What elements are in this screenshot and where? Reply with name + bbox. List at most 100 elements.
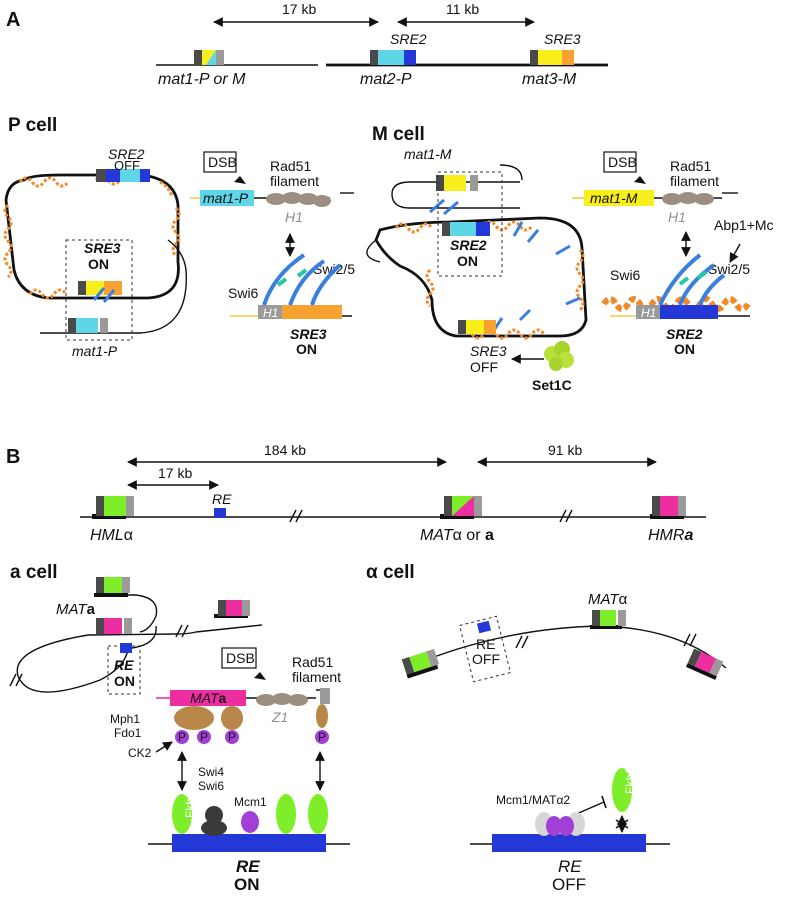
- alpha-cell-re-label: RE: [476, 636, 495, 652]
- svg-text:Fkh1: Fkh1: [623, 767, 637, 794]
- a-cell-mat-strand: [87, 624, 263, 636]
- m-cell-abp1-arrow: [729, 243, 741, 263]
- alpha-cell-chromosome: [405, 625, 727, 669]
- a-cell-mat-label: MATa: [56, 601, 96, 618]
- p-cell-chromatin-bottom: [28, 288, 68, 300]
- p-cell-rad51-label: Rad51: [270, 158, 311, 174]
- mat1-cassette: [194, 50, 224, 65]
- p-cell-swi-strokes: [92, 287, 116, 303]
- m-cell-swi25-label: Swi2/5: [708, 261, 750, 277]
- a-cell-mph1-blob-right: [316, 704, 328, 728]
- m-cell-abp1-label: Abp1+Mc: [714, 217, 774, 233]
- a-cell-ck2-label: CK2: [128, 746, 152, 760]
- hml-cassette: [92, 496, 134, 519]
- svg-text:Fkh1: Fkh1: [183, 791, 197, 818]
- distance-label-11kb: 11 kb: [446, 1, 479, 17]
- m-cell-zoom-h1-label: H1: [641, 306, 656, 320]
- svg-text:P: P: [200, 730, 208, 744]
- a-cell-dsb-box: [221, 647, 257, 669]
- alpha-cell-mat-label: MATα: [588, 591, 628, 608]
- m-cell-mat1-label: mat1-M: [404, 146, 452, 162]
- m-cell-zoom-sre2-box: [660, 305, 718, 319]
- a-cell-mph1-blob: [174, 706, 214, 730]
- m-cell-dsb-pointer: [634, 176, 646, 184]
- p-cell-sre3-state: ON: [88, 256, 109, 272]
- a-cell-hmr-cassette: [214, 600, 250, 618]
- a-cell-re-label: RE: [114, 657, 134, 673]
- a-cell-re-strand: [131, 625, 157, 649]
- m-cell-donor-cassette: [584, 190, 654, 206]
- m-cell-rad51-label: Rad51: [670, 158, 711, 174]
- p-cell-mat1-strand: [40, 239, 187, 334]
- alpha-cell-re-element: [476, 620, 492, 634]
- a-cell-dsb-label: DSB: [226, 650, 255, 666]
- a-cell-swi4-swi6-complex: [201, 806, 227, 836]
- p-cell-sre2-label: SRE2: [108, 146, 145, 162]
- p-cell-chromosome-loop: [4, 173, 180, 300]
- m-cell-title: M cell: [372, 124, 425, 145]
- a-cell-mcm1-label: Mcm1: [234, 795, 267, 809]
- m-cell-rad51-filament: [662, 192, 714, 205]
- p-cell-title: P cell: [8, 115, 57, 136]
- m-cell-h1-label: H1: [668, 209, 686, 225]
- axis-breaks: [289, 509, 573, 523]
- a-cell-green-protein-2: [308, 794, 328, 834]
- alpha-cell-title: α cell: [366, 562, 415, 583]
- a-cell-loop-strand: [16, 634, 129, 693]
- alpha-cell-mcm1-label: Mcm1/MATα2: [496, 793, 570, 807]
- p-cell-chromatin-left: [3, 203, 13, 279]
- a-cell-re-state: ON: [114, 673, 135, 689]
- panel-b: B 184 kb 91 kb 17 kb RE HM: [6, 442, 706, 544]
- a-cell-donor-label: MATa: [190, 690, 227, 706]
- hml-label: HMLα: [90, 527, 133, 544]
- m-cell-sre3-state: OFF: [470, 359, 498, 375]
- m-cell-chromosome-tail: [366, 239, 381, 263]
- mat2-label: mat2-P: [360, 71, 412, 88]
- m-cell-sre2-state: ON: [457, 253, 478, 269]
- svg-text:P: P: [178, 730, 186, 744]
- a-cell-donor-cassette: [170, 690, 246, 706]
- m-cell-sre2-label: SRE2: [450, 237, 487, 253]
- m-cell-swi25-strands: [658, 253, 726, 306]
- a-cell-filament-label: filament: [292, 669, 341, 685]
- a-cell-fkh1-protein: Fkh1: [172, 791, 197, 834]
- m-cell-dsb-box: [603, 151, 637, 173]
- p-cell-sre2-cassette: [96, 169, 150, 182]
- sre3-label: SRE3: [544, 31, 581, 47]
- p-cell-donor-label: mat1-P: [203, 190, 249, 206]
- a-cell-rad51-filament: [256, 693, 308, 706]
- hmr-cassette: [650, 496, 686, 519]
- sre2-label: SRE2: [390, 31, 427, 47]
- a-cell-rad51-label: Rad51: [292, 654, 333, 670]
- alpha-cell-re-zoom-state: OFF: [552, 875, 586, 894]
- p-cell-dsb-pointer: [234, 176, 246, 184]
- m-cell-panel: M cell mat1-M SRE2 ON SRE3 O: [366, 124, 774, 393]
- a-cell-axis-break: [175, 624, 189, 638]
- p-cell-swi6-label: Swi6: [228, 285, 259, 301]
- distance-label-91kb: 91 kb: [548, 442, 582, 458]
- mat-label: MATα or a: [420, 527, 494, 544]
- m-cell-swi6-label: Swi6: [610, 267, 641, 283]
- a-cell-phospho-sites: P P P P: [175, 730, 329, 744]
- m-cell-zoom-sre2-state: ON: [674, 341, 695, 357]
- p-cell-swi25-strands: [262, 253, 342, 306]
- p-cell-swi6-marks: [276, 268, 308, 287]
- a-cell-fdo1-blob: [221, 706, 243, 730]
- m-cell-mat1-cassette: [436, 175, 478, 191]
- a-cell-dsb-pointer: [254, 672, 266, 680]
- m-cell-zoom-chromatin: [601, 296, 751, 312]
- p-cell-rad51-filament: [266, 192, 331, 207]
- m-cell-sre2-cassette: [442, 222, 490, 236]
- m-cell-swi-strokes: [429, 198, 581, 331]
- panel-b-letter: B: [6, 446, 20, 468]
- panel-a-letter: A: [6, 9, 20, 31]
- m-cell-donor-label: mat1-M: [590, 190, 638, 206]
- mat3-cassette: [530, 50, 574, 65]
- p-cell-sre3-label: SRE3: [84, 240, 121, 256]
- a-cell-loop-break: [9, 673, 23, 687]
- m-cell-set1c-complex: [544, 341, 574, 371]
- a-cell-swi6-label: Swi6: [198, 779, 224, 793]
- m-cell-sre3-cassette: [458, 320, 496, 334]
- p-cell-mat1-cassette: [68, 318, 108, 333]
- m-cell-chromatin: [394, 220, 585, 340]
